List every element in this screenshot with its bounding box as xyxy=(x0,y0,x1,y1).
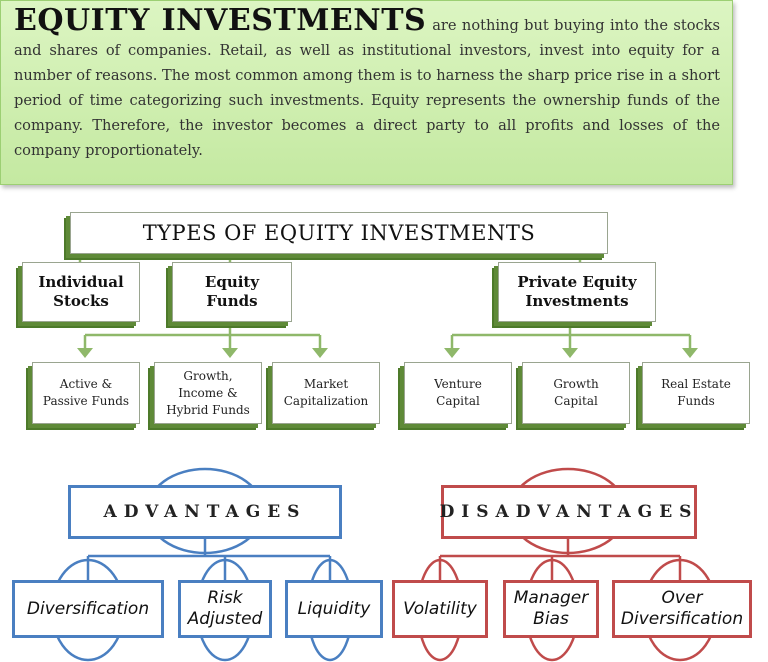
over-label-1: Over xyxy=(661,588,703,608)
real-estate-label-1: Real Estate xyxy=(661,377,731,391)
risk-label-2: Adjusted xyxy=(187,609,263,629)
active-passive-label-2: Passive Funds xyxy=(42,394,130,408)
growth-income-label-1: Growth, xyxy=(183,368,233,383)
types-tree-lines xyxy=(78,253,692,350)
advantages-title: ADVANTAGES xyxy=(103,502,307,522)
private-equity-label-2: Investments xyxy=(525,292,629,310)
manager-label-1: Manager xyxy=(513,588,589,608)
growth-income-hybrid-box: Growth, Income & Hybrid Funds xyxy=(154,362,262,424)
equity-funds-box: Equity Funds xyxy=(172,262,292,322)
active-passive-funds-box: Active & Passive Funds xyxy=(32,362,140,424)
intro-body: are nothing but buying into the stocks a… xyxy=(14,17,720,159)
disadvantages-title-box: DISADVANTAGES xyxy=(439,485,699,539)
manager-label-2: Bias xyxy=(533,609,569,629)
real-estate-label-2: Funds xyxy=(677,394,715,408)
intro-heading: EQUITY INVESTMENTS xyxy=(14,3,427,38)
growth-income-label-3: Hybrid Funds xyxy=(166,402,250,417)
private-equity-box: Private Equity Investments xyxy=(498,262,656,322)
individual-stocks-label-2: Stocks xyxy=(53,292,109,310)
risk-label-1: Risk xyxy=(207,588,243,608)
manager-bias-box: Manager Bias xyxy=(503,580,599,638)
liquidity-box: Liquidity xyxy=(285,580,383,638)
volatility-label: Volatility xyxy=(403,598,477,619)
private-equity-label-1: Private Equity xyxy=(517,273,637,291)
disadvantages-title: DISADVANTAGES xyxy=(439,502,699,522)
over-diversification-box: Over Diversification xyxy=(612,580,752,638)
liquidity-label: Liquidity xyxy=(297,598,371,619)
advantages-title-box: ADVANTAGES xyxy=(68,485,342,539)
growth-capital-label-2: Capital xyxy=(554,394,598,408)
types-title: TYPES OF EQUITY INVESTMENTS xyxy=(142,221,536,245)
market-cap-label-2: Capitalization xyxy=(283,394,369,408)
individual-stocks-box: Individual Stocks xyxy=(22,262,140,322)
over-label-2: Diversification xyxy=(620,609,744,629)
risk-adjusted-box: Risk Adjusted xyxy=(178,580,272,638)
growth-capital-box: Growth Capital xyxy=(522,362,630,424)
venture-label-2: Capital xyxy=(436,394,480,408)
diversification-label: Diversification xyxy=(26,598,150,619)
growth-income-label-2: Income & xyxy=(178,385,238,400)
types-title-box: TYPES OF EQUITY INVESTMENTS xyxy=(70,212,608,254)
equity-funds-label-1: Equity xyxy=(204,273,260,291)
diversification-box: Diversification xyxy=(12,580,164,638)
real-estate-funds-box: Real Estate Funds xyxy=(642,362,750,424)
market-capitalization-box: Market Capitalization xyxy=(272,362,380,424)
market-cap-label-1: Market xyxy=(303,377,349,391)
venture-capital-box: Venture Capital xyxy=(404,362,512,424)
active-passive-label-1: Active & xyxy=(59,377,113,391)
equity-funds-label-2: Funds xyxy=(206,292,258,310)
volatility-box: Volatility xyxy=(392,580,488,638)
individual-stocks-label-1: Individual xyxy=(38,273,124,291)
types-tree-arrowheads xyxy=(77,348,698,358)
growth-capital-label-1: Growth xyxy=(553,377,599,391)
venture-label-1: Venture xyxy=(434,377,482,391)
